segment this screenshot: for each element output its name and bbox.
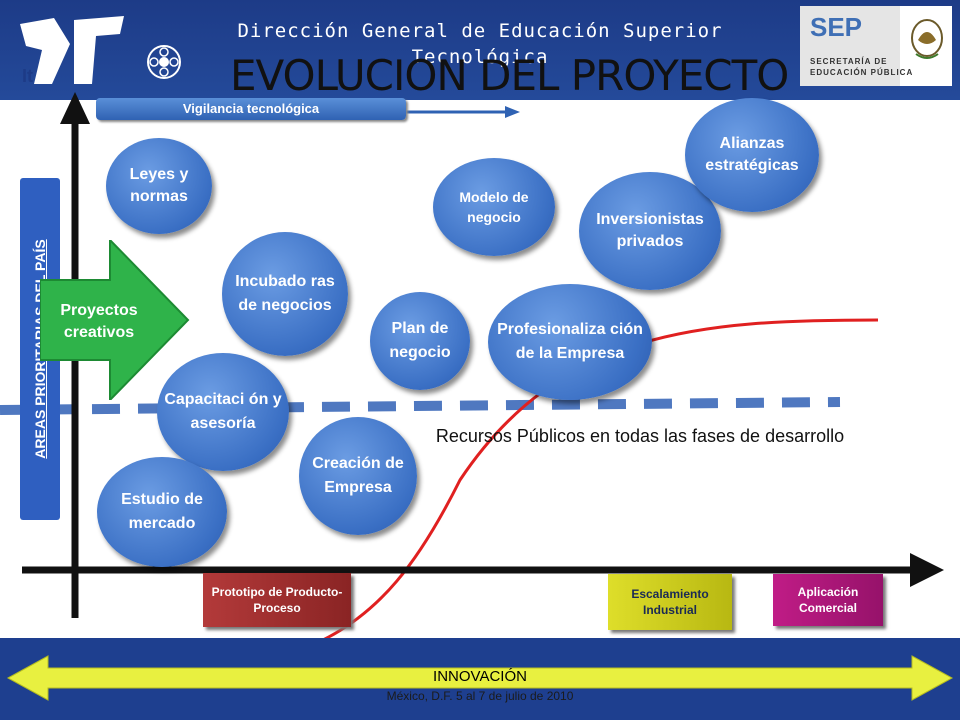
x-axis-arrowhead-icon [910, 553, 944, 587]
sep-title: SEP [810, 12, 863, 42]
public-resources-dashed-line [0, 397, 841, 415]
event-date: México, D.F. 5 al 7 de julio de 2010 [386, 689, 574, 703]
stage-escalamiento: Escalamiento Industrial [608, 574, 732, 630]
public-resources-text: Recursos Públicos en todas las fases de … [435, 426, 845, 446]
circle-modelo: Modelo de negocio [433, 158, 555, 256]
projects-arrow-icon [40, 240, 190, 400]
circle-creacion: Creación de Empresa [299, 417, 417, 535]
sep-logo-panel [800, 6, 900, 86]
flower-logo-icon [147, 45, 181, 79]
stage-prototipo: Prototipo de Producto-Proceso [203, 573, 351, 627]
circle-leyes: Leyes y normas [106, 138, 212, 234]
circle-incubadoras: Incubado ras de negocios [222, 232, 348, 356]
projects-arrow-label: Proyectos creativos [60, 302, 138, 341]
page-title: EVOLUCION DEL PROYECTO [230, 51, 789, 100]
institution-name: Dirección General de Educación Superior … [237, 20, 723, 68]
vigilancia-bar: Vigilancia tecnológica [96, 98, 406, 120]
sep-logo: SEP SECRETARÍA DE EDUCACIÓN PÚBLICA [800, 6, 952, 86]
it-logo-icon: It [20, 16, 124, 86]
circle-plan: Plan de negocio [370, 292, 470, 390]
circle-capacitacion: Capacitaci ón y asesoría [157, 353, 289, 471]
national-seal-icon [911, 19, 943, 59]
circle-estudio: Estudio de mercado [97, 457, 227, 567]
circle-alianzas: Alianzas estratégicas [685, 98, 819, 212]
sep-subtitle-line2: EDUCACIÓN PÚBLICA [810, 68, 914, 77]
sep-subtitle-line1: SECRETARÍA DE [810, 57, 888, 66]
y-axis-arrowhead-icon [60, 92, 90, 124]
sep-subtitle: SECRETARÍA DE EDUCACIÓN PÚBLICA [810, 56, 913, 78]
stage-aplicacion: Aplicación Comercial [773, 574, 883, 626]
logo-text: It [22, 66, 33, 86]
innovation-double-arrow-icon [6, 655, 954, 701]
vigilancia-arrowhead-icon [505, 106, 520, 118]
circle-profesionalizacion: Profesionaliza ción de la Empresa [488, 284, 652, 400]
circle-inversionistas: Inversionistas privados [579, 172, 721, 290]
innovation-label: INNOVACIÓN [433, 668, 527, 685]
